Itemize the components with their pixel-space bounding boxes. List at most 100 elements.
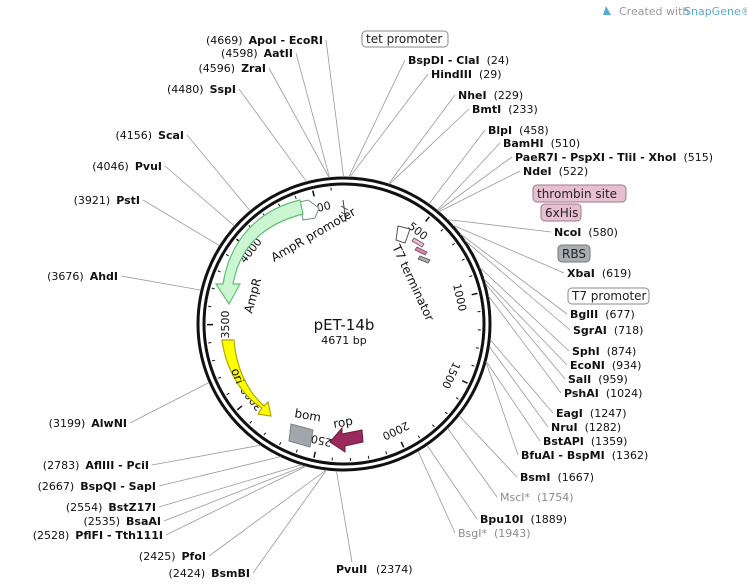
site-connector — [349, 73, 429, 178]
restriction-site[interactable]: (2554)BstZ17I — [66, 501, 156, 514]
feature-ori[interactable] — [221, 339, 272, 417]
restriction-site[interactable]: (2667)BspQI - SapI — [38, 480, 156, 493]
site-connector — [437, 156, 513, 212]
restriction-site[interactable]: NcoI(580) — [554, 226, 618, 239]
restriction-site[interactable]: BmtI(233) — [472, 103, 538, 116]
restriction-site[interactable]: (2535)BsaAI — [83, 515, 161, 528]
site-position: (959) — [598, 373, 628, 386]
restriction-site[interactable]: BstAPI(1359) — [543, 435, 627, 448]
site-position: (2374) — [376, 563, 413, 576]
site-position: (619) — [602, 267, 632, 280]
site-connector — [487, 295, 562, 394]
site-connector — [208, 469, 327, 557]
restriction-site[interactable]: (3921)PstI — [74, 194, 140, 207]
restriction-site[interactable]: MscI*(1754) — [500, 491, 574, 504]
site-position: (1889) — [531, 513, 568, 526]
site-name: AlwNI — [91, 417, 127, 430]
restriction-site[interactable]: (3199)AlwNI — [49, 417, 127, 430]
feature-bom[interactable] — [288, 423, 314, 448]
site-connector — [142, 199, 220, 247]
ruler-tick — [312, 190, 315, 197]
site-name: BfuAI - BspMI — [521, 449, 605, 462]
ruler-minor-tick — [452, 242, 456, 246]
site-name: SalI — [568, 373, 591, 386]
feature-ampr[interactable] — [214, 199, 304, 306]
restriction-site[interactable]: (4598)AatII — [221, 47, 293, 60]
site-connector — [389, 108, 470, 185]
site-position: (4669) — [206, 34, 243, 47]
ruler-minor-tick — [211, 359, 216, 362]
restriction-site[interactable]: (4669)ApoI - EcoRI — [206, 34, 323, 47]
site-name: PaeR7I - PspXI - TliI - XhoI — [515, 151, 677, 164]
restriction-site[interactable]: EcoNI(934) — [570, 359, 641, 372]
restriction-site[interactable]: BlpI(458) — [488, 124, 549, 137]
restriction-site[interactable]: (4596)ZraI — [199, 62, 267, 75]
restriction-site[interactable]: NheI(229) — [458, 89, 523, 102]
ruler-minor-tick — [432, 424, 435, 428]
restriction-site[interactable]: (2425)PfoI — [139, 550, 206, 563]
restriction-site[interactable]: NruI(1282) — [551, 421, 621, 434]
ruler-minor-tick — [385, 451, 388, 455]
restriction-site[interactable]: SphI(874) — [572, 345, 636, 358]
restriction-site[interactable]: Bpu10I(1889) — [480, 513, 567, 526]
restriction-site[interactable]: BspDI - ClaI(24) — [408, 54, 509, 67]
boxed-t7-promoter[interactable]: T7 promoter — [567, 287, 650, 305]
restriction-site[interactable]: (4046)PvuI — [92, 160, 162, 173]
site-name: BsaAI — [126, 515, 161, 528]
feature-ampr-promoter[interactable] — [299, 199, 320, 221]
restriction-site[interactable]: EagI(1247) — [556, 407, 626, 420]
restriction-site[interactable]: PaeR7I - PspXI - TliI - XhoI(515) — [515, 151, 713, 164]
label-ampr: AmpR — [241, 277, 264, 315]
ruler-tick — [461, 379, 468, 384]
restriction-site[interactable]: BamHI(510) — [503, 137, 580, 150]
site-name: MscI* — [500, 491, 531, 504]
restriction-site[interactable]: XbaI (619) — [567, 267, 631, 280]
site-connector — [459, 233, 568, 315]
feature-t7-terminator[interactable] — [395, 225, 411, 244]
site-connector — [164, 165, 235, 227]
site-name: PshAI — [564, 387, 599, 400]
restriction-site[interactable]: BglII(677) — [570, 308, 635, 321]
restriction-site[interactable]: (3676)AhdI — [47, 270, 118, 283]
feature-rop[interactable] — [329, 426, 364, 453]
site-name: XbaI — [567, 267, 595, 280]
ruler-minor-tick — [279, 441, 282, 446]
restriction-site[interactable]: (4480)SspI — [167, 83, 236, 96]
boxed-thrombin-site[interactable]: thrombin site — [532, 184, 627, 203]
restriction-site[interactable]: BsmI(1667) — [520, 471, 594, 484]
restriction-site[interactable]: NdeI(522) — [523, 165, 588, 178]
site-name: BamHI — [503, 137, 544, 150]
site-name: NdeI — [523, 165, 552, 178]
site-name: SspI — [210, 83, 236, 96]
restriction-site[interactable]: SgrAI(718) — [573, 324, 643, 337]
site-connector — [485, 361, 519, 456]
restriction-site[interactable]: PshAI(1024) — [564, 387, 642, 400]
ruler-minor-tick — [440, 228, 444, 232]
restriction-site[interactable]: BfuAI - BspMI(1362) — [521, 449, 648, 462]
site-name: HindIII — [431, 68, 472, 81]
boxed-tet-promoter[interactable]: tet promoter — [361, 30, 449, 48]
restriction-site[interactable]: HindIII(29) — [431, 68, 502, 81]
restriction-site[interactable]: (4156)ScaI — [115, 129, 184, 142]
site-connector — [165, 465, 307, 536]
restriction-site[interactable]: (2783)AflIII - PciI — [43, 459, 149, 472]
site-name: AflIII - PciI — [85, 459, 149, 472]
site-position: (718) — [614, 324, 644, 337]
site-name: BglII — [570, 308, 598, 321]
boxed-rbs[interactable]: RBS — [557, 244, 591, 263]
restriction-site[interactable]: BsgI*(1943) — [458, 527, 531, 540]
site-connector — [388, 94, 456, 185]
restriction-site[interactable]: (2424)BsmBI — [169, 567, 250, 580]
site-position: (4596) — [199, 62, 236, 75]
restriction-site[interactable]: SalI (959) — [568, 373, 628, 386]
site-bottom-pvuii[interactable]: PvuII (2374) — [336, 563, 413, 576]
site-name: ScaI — [158, 129, 184, 142]
site-position: (1359) — [591, 435, 628, 448]
ruler-label: 1500 — [439, 360, 463, 391]
restriction-site[interactable]: (2528)PflFI - Tth111I — [33, 529, 163, 542]
site-position: (233) — [508, 103, 538, 116]
boxed-6xhis[interactable]: 6xHis — [540, 203, 582, 222]
site-name: EcoNI — [570, 359, 605, 372]
ruler-tick — [313, 451, 316, 458]
